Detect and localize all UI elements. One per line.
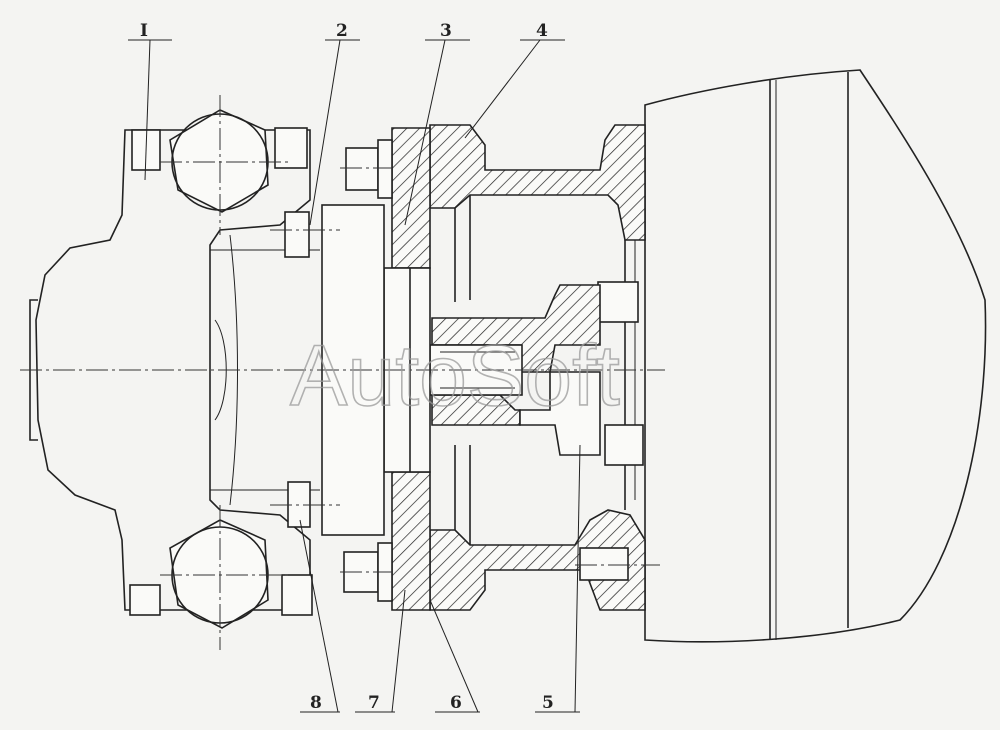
watermark: AutoSoft	[290, 328, 620, 424]
callout-4: 4	[536, 21, 548, 41]
housing-bolt-bottom	[129, 481, 313, 629]
motor-housing	[644, 69, 987, 643]
callout-3: 3	[440, 21, 452, 41]
centre-lines	[20, 95, 665, 650]
callouts: I 2 3 4 5 6 7 8	[140, 21, 554, 713]
callout-2: 2	[336, 21, 348, 41]
callout-8: 8	[310, 693, 322, 713]
callout-7: 7	[368, 693, 380, 713]
callout-6: 6	[450, 693, 462, 713]
callout-5: 5	[542, 693, 554, 713]
coupling-hub	[429, 284, 601, 456]
callout-I: I	[140, 21, 148, 41]
leader-lines	[128, 39, 581, 713]
housing-bolt-top	[131, 109, 310, 258]
